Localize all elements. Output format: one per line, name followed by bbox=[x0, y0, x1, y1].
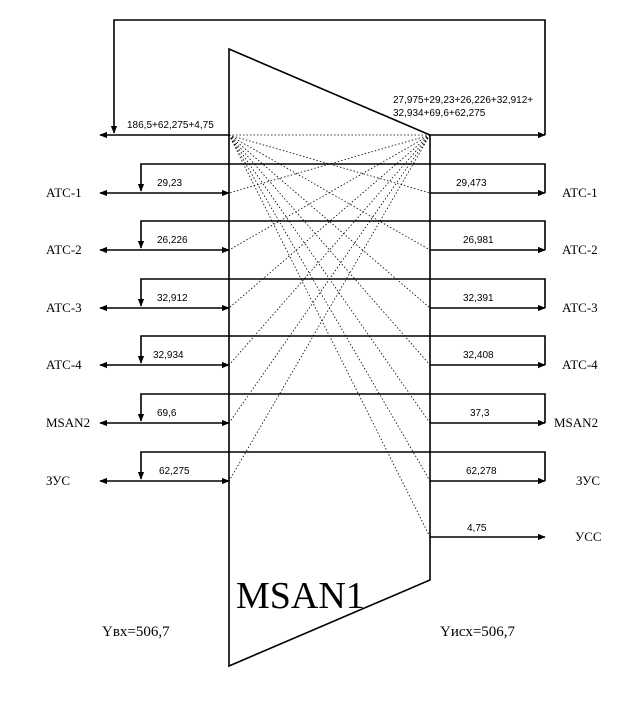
row-2-right-label: АТС-2 bbox=[562, 242, 598, 257]
row-1-right-label: АТС-1 bbox=[562, 185, 598, 200]
msan1-block bbox=[228, 47, 431, 668]
top-in-label: 186,5+62,275+4,75 bbox=[127, 120, 214, 131]
row-6-right-label: ЗУС bbox=[576, 473, 600, 488]
row-4-left-label: АТС-4 bbox=[46, 357, 82, 372]
top-out-label-2: 32,934+69,6+62,275 bbox=[393, 108, 486, 119]
row-3-right-label: АТС-3 bbox=[562, 300, 598, 315]
row-zus: 62,275 62,278 ЗУС ЗУС bbox=[46, 451, 600, 488]
row-6-left-label: ЗУС bbox=[46, 473, 70, 488]
uss-out: 4,75 bbox=[467, 523, 487, 534]
row-5-left-label: MSAN2 bbox=[46, 415, 90, 430]
row-uss: 4,75 УСС bbox=[430, 523, 602, 544]
row-msan2: 69,6 37,3 MSAN2 MSAN2 bbox=[46, 393, 598, 430]
row-atc-3: 32,912 32,391 АТС-3 АТС-3 bbox=[46, 278, 598, 315]
row-6-out: 62,278 bbox=[466, 466, 497, 477]
row-1-in: 29,23 bbox=[157, 178, 182, 189]
row-4-in: 32,934 bbox=[153, 350, 184, 361]
row-3-left-label: АТС-3 bbox=[46, 300, 82, 315]
top-out-label-1: 27,975+29,23+26,226+32,912+ bbox=[393, 95, 533, 106]
row-5-in: 69,6 bbox=[157, 408, 177, 419]
row-4-right-label: АТС-4 bbox=[562, 357, 598, 372]
total-out: Yисх=506,7 bbox=[440, 624, 516, 640]
row-3-in: 32,912 bbox=[157, 293, 188, 304]
row-2-left-label: АТС-2 bbox=[46, 242, 82, 257]
row-4-out: 32,408 bbox=[463, 350, 494, 361]
row-3-out: 32,391 bbox=[463, 293, 494, 304]
row-5-right-label: MSAN2 bbox=[554, 415, 598, 430]
row-5-out: 37,3 bbox=[470, 408, 490, 419]
uss-label: УСС bbox=[575, 529, 602, 544]
row-2-out: 26,981 bbox=[463, 235, 494, 246]
total-in: Yвх=506,7 bbox=[102, 624, 170, 640]
row-atc-2: 26,226 26,981 АТС-2 АТС-2 bbox=[46, 220, 598, 257]
row-6-in: 62,275 bbox=[159, 466, 190, 477]
row-2-in: 26,226 bbox=[157, 235, 188, 246]
row-atc-1: 29,23 29,473 АТС-1 АТС-1 bbox=[46, 163, 598, 200]
row-atc-4: 32,934 32,408 АТС-4 АТС-4 bbox=[46, 335, 598, 372]
node-title: MSAN1 bbox=[236, 575, 365, 617]
row-1-left-label: АТС-1 bbox=[46, 185, 82, 200]
top-loop-line bbox=[110, 19, 546, 135]
row-1-out: 29,473 bbox=[456, 178, 487, 189]
